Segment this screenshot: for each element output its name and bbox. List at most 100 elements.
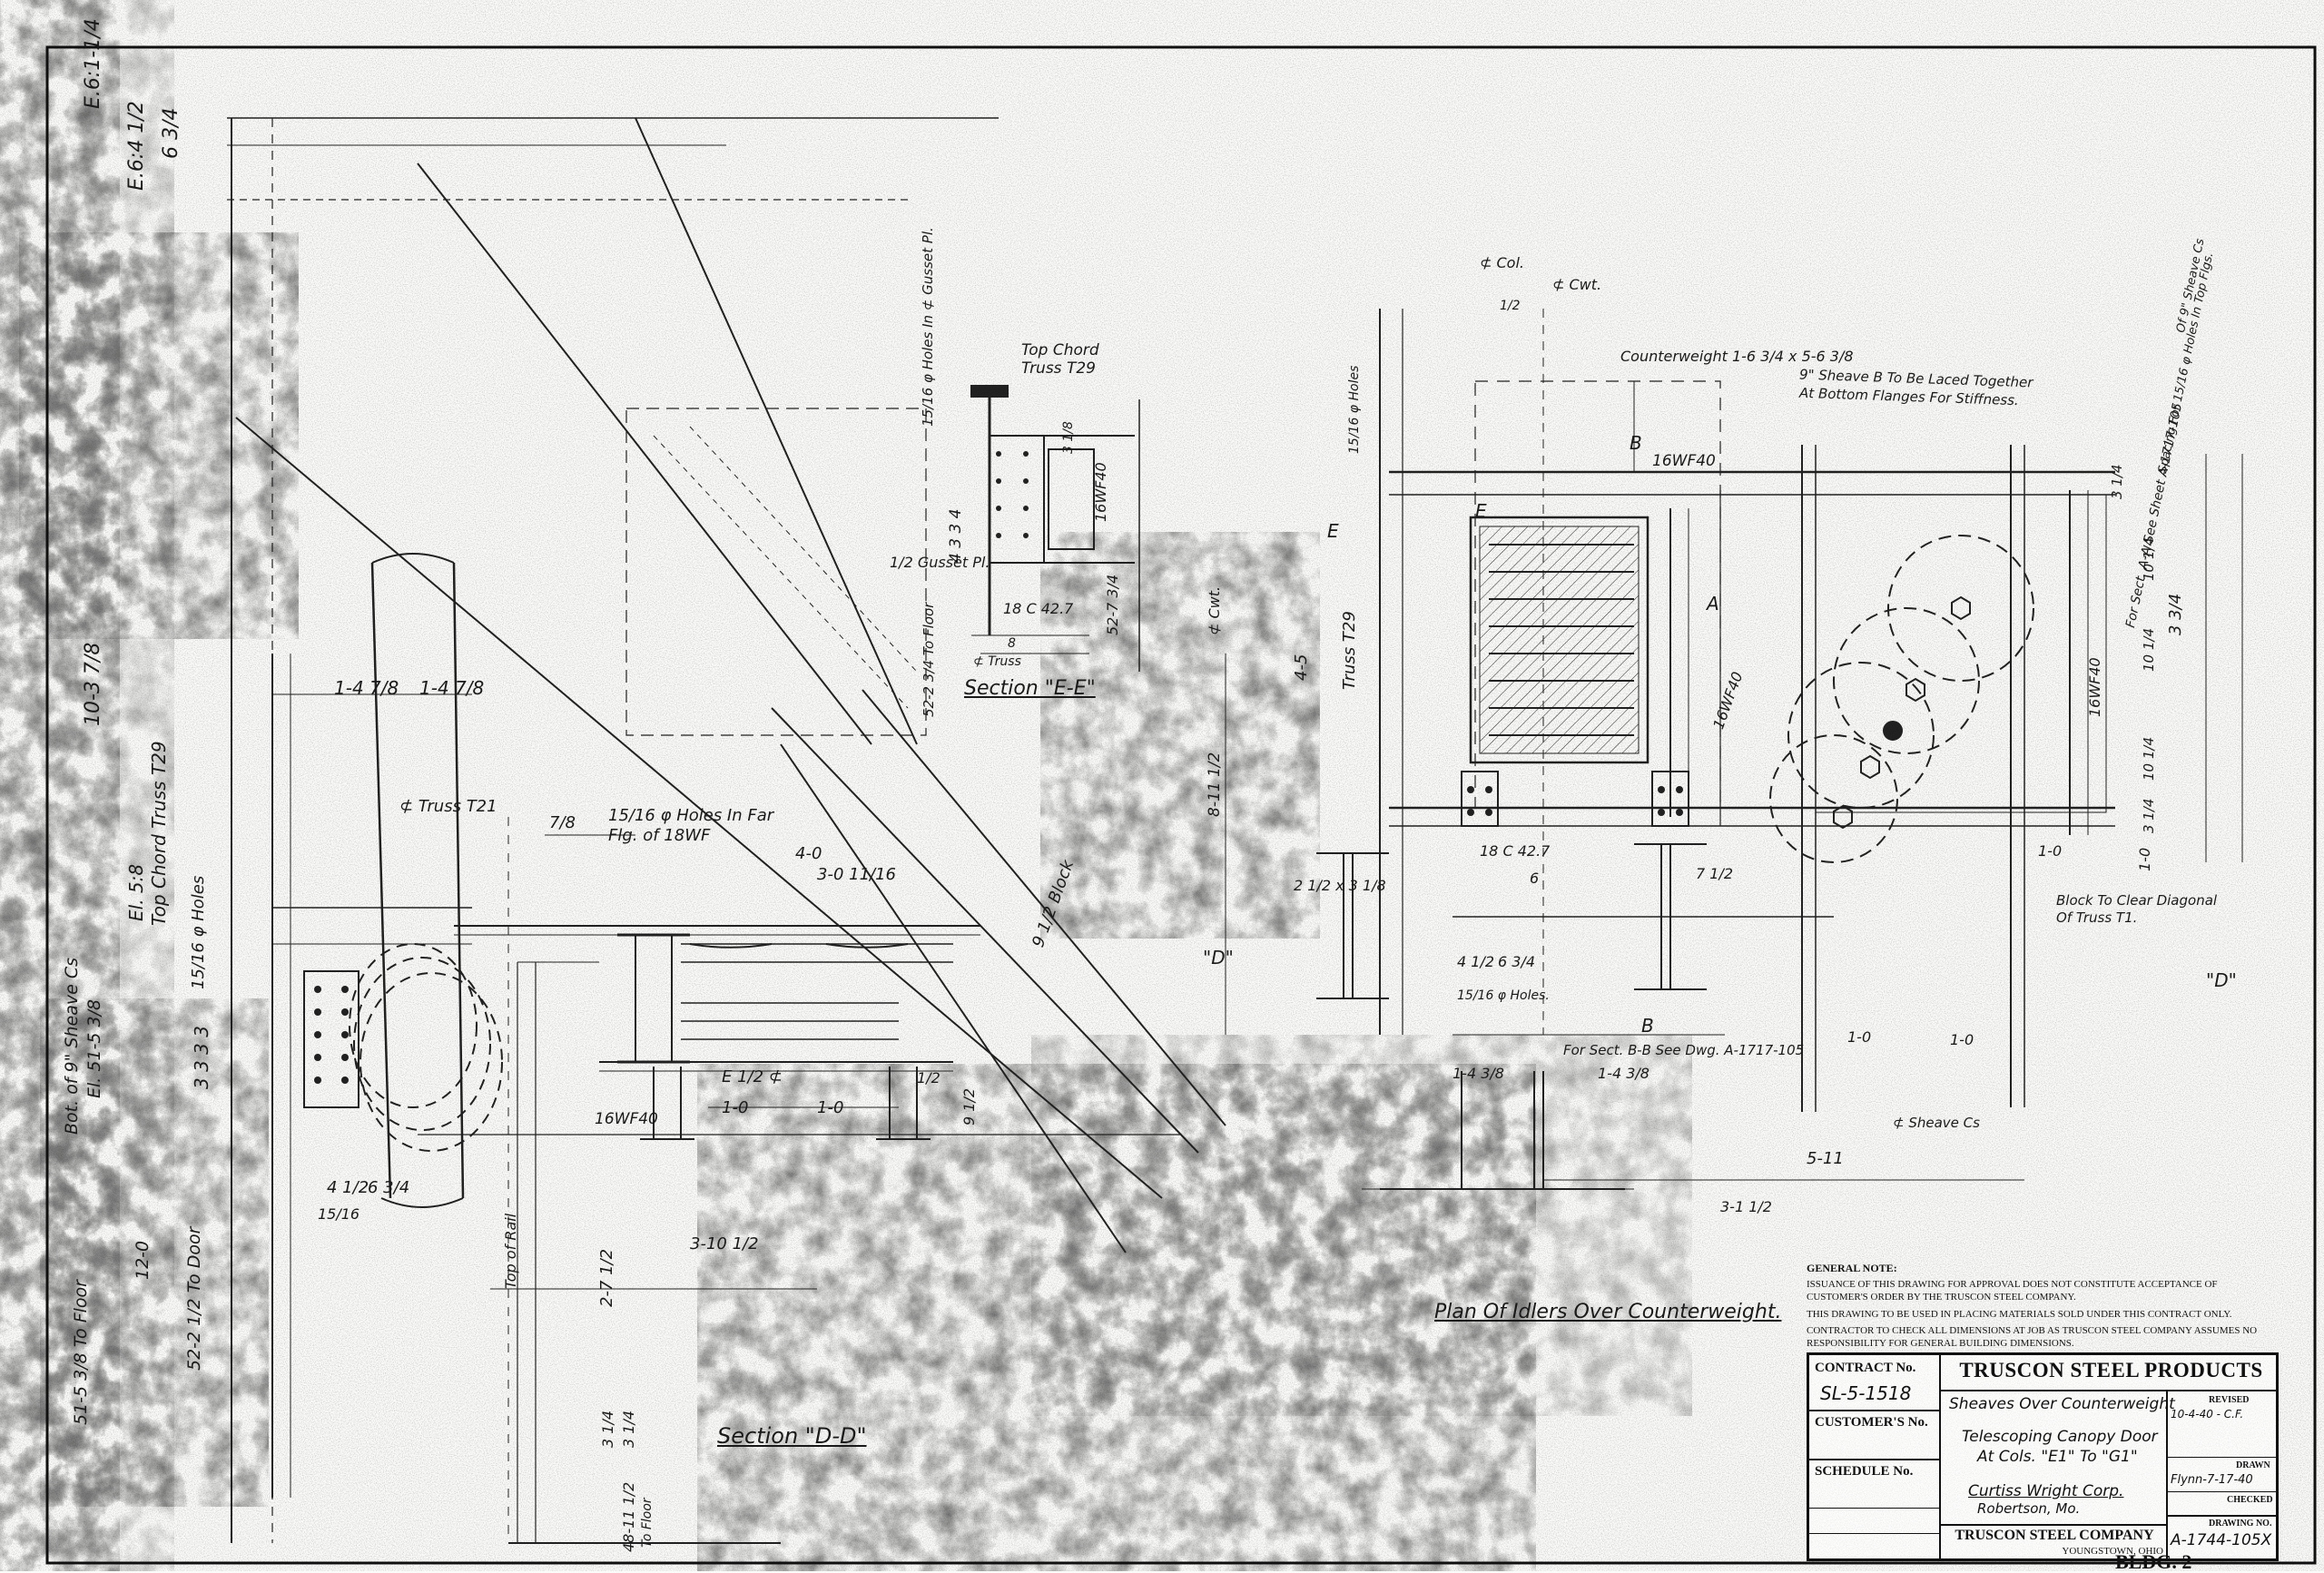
label-dd-2-7: 2-7 1/2 xyxy=(597,1248,616,1307)
label-plan-1-4-3-8-b: 1-4 3/8 xyxy=(1598,1065,1649,1082)
label-ee-gusset: 1/2 Gusset Pl. xyxy=(890,554,990,571)
label-dim-12-0: 12-0 xyxy=(133,1240,153,1280)
checked-label: CHECKED xyxy=(2227,1495,2273,1505)
label-plan-holes-small: 15/16 φ Holes. xyxy=(1457,988,1550,1003)
label-plan-e-inner: E xyxy=(1475,500,1487,522)
label-dd-3-10: 3-10 1/2 xyxy=(690,1234,759,1253)
general-note-line-2: This drawing to be used in placing mater… xyxy=(1807,1308,2232,1320)
label-ee-16wf40: 16WF40 xyxy=(1092,462,1109,522)
label-plan-6-3-4: 6 3/4 xyxy=(1498,953,1536,970)
label-dd-spacing: 3 3 3 3 xyxy=(191,1026,212,1089)
label-dim-10-3-7-8: 10-3 7/8 xyxy=(82,642,104,726)
drawn-value: Flynn-7-17-40 xyxy=(2171,1473,2253,1487)
label-plan-3-1-4-bot: 3 1/4 xyxy=(2141,798,2157,833)
label-plan-d-right: "D" xyxy=(2206,969,2237,991)
label-plan-16wf40-right: 16WF40 xyxy=(2086,657,2103,717)
label-plan-1-0-b: 1-0 xyxy=(1950,1031,1974,1048)
label-plan-b-bot: B xyxy=(1641,1015,1654,1037)
label-plan-5-11: 5-11 xyxy=(1807,1149,1844,1168)
drawn-label: DRAWN xyxy=(2236,1460,2270,1470)
label-dd-4-0: 4-0 xyxy=(795,844,822,863)
label-plan-holes-v: 15/16 φ Holes xyxy=(1347,365,1362,454)
label-counterweight: Counterweight 1-6 3/4 x 5-6 3/8 xyxy=(1620,348,1854,365)
label-plan-8-11: 8-11 1/2 xyxy=(1206,752,1224,817)
label-plan-cwt-v: ⊄ Cwt. xyxy=(1206,585,1223,635)
label-plan-3-1-half: 3-1 1/2 xyxy=(1720,1198,1772,1215)
label-plan-16wf40-top: 16WF40 xyxy=(1652,452,1716,470)
company-footer: TRUSCON STEEL COMPANY xyxy=(1955,1528,2154,1543)
label-ee-52-2: 52-2 3/4 To Floor xyxy=(921,602,937,717)
label-plan-col: ⊄ Col. xyxy=(1480,254,1524,271)
general-note: GENERAL NOTE: Issuance of this drawing f… xyxy=(1807,1262,2260,1355)
label-dd-4-half: 4 1/2 xyxy=(327,1178,369,1197)
label-dd-16wf40: 16WF40 xyxy=(595,1110,658,1128)
plan-title: Plan Of Idlers Over Counterweight. xyxy=(1434,1301,1782,1323)
label-el-51: El. 51-5 3/8 xyxy=(84,998,104,1098)
client-line-1: Curtiss Wright Corp. xyxy=(1968,1482,2124,1500)
label-dd-e-half: E 1/2 ⊄ xyxy=(722,1067,783,1086)
label-plan-4-half: 4 1/2 xyxy=(1457,953,1495,970)
scan-stains xyxy=(0,0,1598,1571)
label-elevation-2: E.6:4 1/2 xyxy=(125,101,148,191)
label-plan-d-left: "D" xyxy=(1203,947,1234,968)
label-dd-1-0-a: 1-0 xyxy=(722,1098,749,1117)
label-dd-6-3-4: 6 3/4 xyxy=(368,1178,410,1197)
label-truss-t21: ⊄ Truss T21 xyxy=(399,797,497,816)
drawing-no-label: DRAWING NO. xyxy=(2209,1519,2272,1529)
label-to-door-52: 52-2 1/2 To Door xyxy=(184,1226,204,1371)
label-dd-3-q-b: 3 1/4 xyxy=(620,1410,637,1448)
label-plan-cwt: ⊄ Cwt. xyxy=(1552,276,1602,293)
label-dd-48-11: 48-11 1/2 xyxy=(620,1481,637,1552)
label-ee-3-1-8: 3 1/8 xyxy=(1061,421,1076,454)
revised-value: 10-4-40 - C.F. xyxy=(2171,1408,2244,1421)
label-top-chord-t29: Top Chord Truss T29 xyxy=(148,741,170,926)
label-ee-18c42: 18 C 42.7 xyxy=(1003,600,1074,617)
label-el-5-8: El. 5:8 xyxy=(125,863,147,921)
label-plan-2-half: 2 1/2 x 3 1/8 xyxy=(1294,877,1386,894)
general-note-line-1: Issuance of this drawing for approval do… xyxy=(1807,1279,2218,1303)
label-dd-3-0: 3-0 11/16 xyxy=(817,865,896,884)
label-plan-3-3-4: 3 3/4 xyxy=(2166,593,2185,635)
revised-label: REVISED xyxy=(2209,1395,2250,1405)
label-dd-3-q-a: 3 1/4 xyxy=(599,1410,616,1448)
section-dd-title: Section "D-D" xyxy=(717,1423,867,1449)
label-plan-1-0-right: 1-0 xyxy=(2038,842,2063,860)
label-dd-dim-2: 1-4 7/8 xyxy=(419,677,485,699)
general-note-heading: GENERAL NOTE: xyxy=(1807,1262,1897,1274)
label-dd-1-0-b: 1-0 xyxy=(817,1098,844,1117)
label-plan-10-1-4-c: 10 1/4 xyxy=(2141,737,2157,781)
title-line-3: At Cols. "E1" To "G1" xyxy=(1977,1448,2138,1466)
label-ee-truss-t29: Truss T29 xyxy=(1021,359,1096,378)
title-line-2: Telescoping Canopy Door xyxy=(1962,1428,2158,1446)
label-ee-8: 8 xyxy=(1008,636,1016,651)
label-plan-10-1-4-b: 10 1/4 xyxy=(2141,628,2157,672)
general-note-line-3: Contractor to check all dimensions at jo… xyxy=(1807,1325,2258,1349)
label-dd-9-half: 9 1/2 xyxy=(960,1087,978,1126)
contract-value: SL-5-1518 xyxy=(1820,1382,1912,1404)
label-ee-truss: ⊄ Truss xyxy=(973,654,1021,669)
label-plan-1-0-v: 1-0 xyxy=(2136,847,2153,871)
label-plan-e-left: E xyxy=(1327,520,1339,542)
label-block-clear-1: Block To Clear Diagonal xyxy=(2056,892,2218,909)
label-plan-10-1-4-a: 10 1/4 xyxy=(2141,537,2157,581)
label-dd-dim-1: 1-4 7/8 xyxy=(334,677,399,699)
label-dd-15-16: 15/16 xyxy=(318,1205,360,1223)
label-dd-to-floor: To Floor xyxy=(640,1498,655,1548)
label-ee-top-chord: Top Chord xyxy=(1021,341,1099,359)
schedule-label: SCHEDULE No. xyxy=(1815,1464,1914,1479)
label-sect-bb: For Sect. B-B See Dwg. A-1717-105 xyxy=(1563,1042,1805,1058)
label-plan-18c42: 18 C 42.7 xyxy=(1480,842,1551,860)
company-city: YOUNGSTOWN, OHIO xyxy=(2062,1546,2163,1557)
label-plan-4-5: 4-5 xyxy=(1292,654,1311,681)
label-dd-7-8: 7/8 xyxy=(549,813,576,832)
label-plan-b-top: B xyxy=(1630,432,1642,454)
label-dd-half: 1/2 xyxy=(917,1069,940,1086)
company-header: TRUSCON STEEL PRODUCTS xyxy=(1959,1359,2263,1381)
customers-label: CUSTOMER'S No. xyxy=(1815,1415,1928,1430)
client-line-2: Robertson, Mo. xyxy=(1977,1500,2081,1517)
label-ee-52-7: 52-7 3/4 xyxy=(1104,574,1121,635)
label-plan-1-0-a: 1-0 xyxy=(1847,1028,1872,1046)
label-plan-1-4-3-8-a: 1-4 3/8 xyxy=(1452,1065,1504,1082)
label-holes-far-1: 15/16 φ Holes In Far xyxy=(608,806,774,825)
label-to-floor-51: 51-5 3/8 To Floor xyxy=(71,1280,91,1425)
